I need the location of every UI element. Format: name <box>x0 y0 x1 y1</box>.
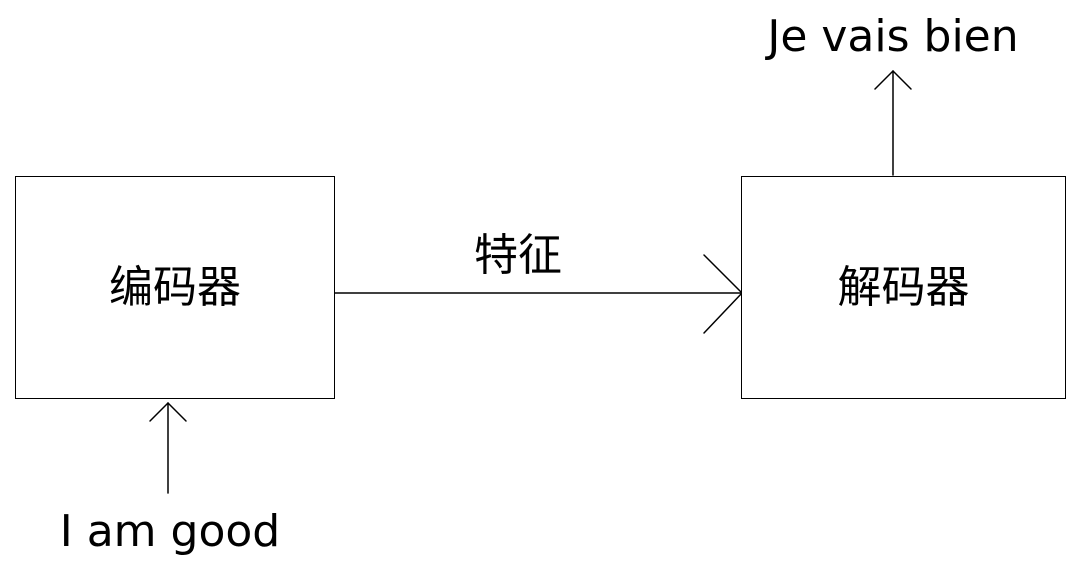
feature-label: 特征 <box>474 230 562 281</box>
output-arrow <box>874 70 912 176</box>
encoder-label: 编码器 <box>109 261 241 313</box>
decoder-label: 解码器 <box>837 261 970 313</box>
encoder-box: 编码器 <box>15 176 335 399</box>
input-sentence: I am good <box>59 506 281 557</box>
decoder-box: 解码器 <box>741 176 1066 399</box>
output-sentence: Je vais bien <box>767 11 1019 62</box>
feature-arrow <box>334 254 743 334</box>
input-arrow <box>149 402 187 494</box>
